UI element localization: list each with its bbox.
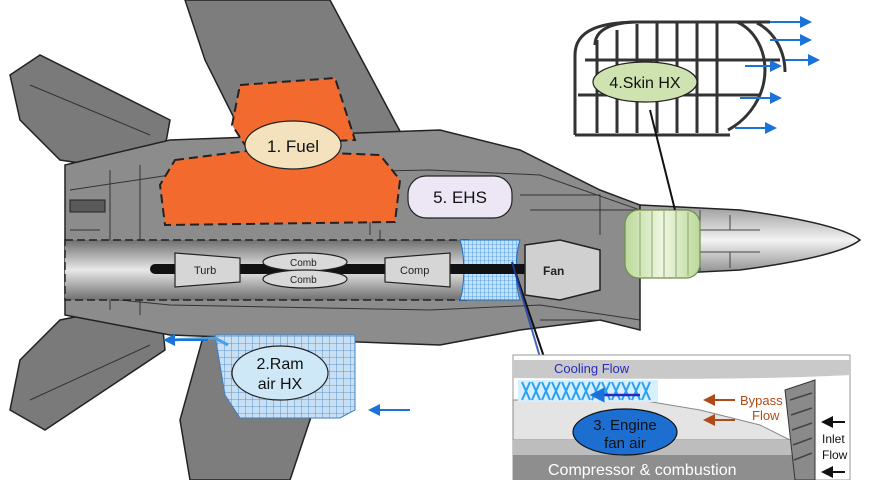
comp-label: Comp [400, 265, 429, 277]
skin-hx-label-badge [592, 61, 698, 103]
fan-label: Fan [543, 264, 564, 278]
skin-hx-arrows [735, 16, 820, 134]
bypass-label-line1: Bypass [740, 393, 783, 408]
inlet-label-line2: Flow [822, 448, 848, 462]
bypass-label-line2: Flow [752, 408, 780, 423]
engine-fan-label-line1: 3. Engine [593, 417, 656, 434]
ram-air-label-badge [231, 345, 329, 401]
fan-stage [524, 239, 601, 301]
engine-shaft [150, 264, 590, 274]
fuel-label-badge [244, 120, 342, 170]
ram-air-label-line2: air HX [258, 376, 303, 393]
cooling-flow-label: Cooling Flow [554, 361, 630, 376]
turb-label: Turb [194, 265, 216, 277]
skin-hx-ring [624, 209, 701, 279]
comb-bottom-label: Comb [290, 275, 317, 286]
engine-fan-label-line2: fan air [604, 435, 646, 452]
comp-stage [384, 252, 451, 288]
inlet-label-line1: Inlet [822, 432, 845, 446]
ram-air-label-line1: 2.Ram [256, 356, 303, 373]
ehs-label: 5. EHS [433, 188, 487, 207]
turb-stage [174, 252, 241, 288]
fuel-label: 1. Fuel [267, 137, 319, 156]
skin-hx-label: 4.Skin HX [609, 75, 680, 92]
ehs-box [407, 175, 513, 219]
compressor-label: Compressor & combustion [548, 462, 737, 479]
comb-top-label: Comb [290, 258, 317, 269]
comb-bottom [262, 269, 348, 289]
engine-fan-label-badge [572, 408, 678, 456]
skin-hx-leader [649, 109, 676, 211]
